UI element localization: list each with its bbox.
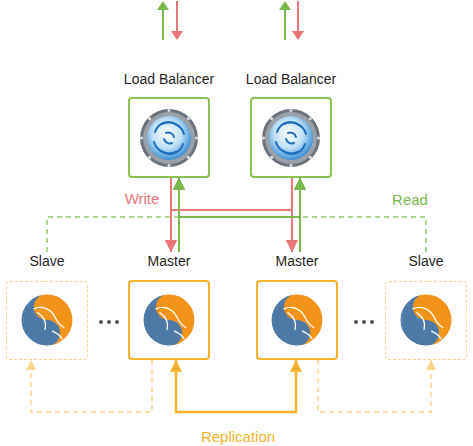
connector-line	[47, 178, 179, 252]
master-db: Master	[256, 252, 338, 360]
ellipsis-dots	[99, 320, 374, 324]
connector-line	[179, 178, 426, 252]
connector-line	[47, 178, 300, 252]
connector-line	[179, 178, 300, 252]
external-arrows	[157, 1, 304, 40]
node-outline	[6, 281, 88, 360]
node-title: Slave	[385, 252, 467, 270]
load-balancer: Load Balancer	[118, 70, 220, 178]
edge-label: Read	[392, 191, 428, 209]
connector-line	[299, 178, 301, 252]
connector-line	[300, 178, 426, 252]
connector-line	[171, 178, 292, 252]
slave-db: Slave	[6, 252, 88, 360]
connector-line	[171, 178, 292, 252]
node-outline	[385, 281, 467, 360]
connector-line	[291, 178, 293, 252]
connector-line	[170, 178, 172, 252]
slave-db: Slave	[385, 252, 467, 360]
node-outline	[256, 280, 338, 360]
connector-line	[31, 360, 152, 412]
node-title: Master	[256, 252, 338, 270]
node-outline	[250, 97, 332, 178]
node-title: Slave	[6, 252, 88, 270]
node-title: Load Balancer	[118, 70, 220, 88]
connector-line	[176, 360, 296, 412]
connector-line	[178, 178, 180, 252]
node-outline	[128, 280, 210, 360]
node-icons	[21, 109, 452, 346]
connector-line	[179, 178, 300, 252]
node-title: Master	[128, 252, 210, 270]
node-title: Load Balancer	[240, 70, 342, 88]
edge-label: Replication	[201, 428, 275, 446]
node-outline	[128, 97, 210, 178]
connector-line	[318, 360, 431, 412]
edge-label: Write	[125, 190, 160, 208]
master-db: Master	[128, 252, 210, 360]
load-balancer: Load Balancer	[240, 70, 342, 178]
